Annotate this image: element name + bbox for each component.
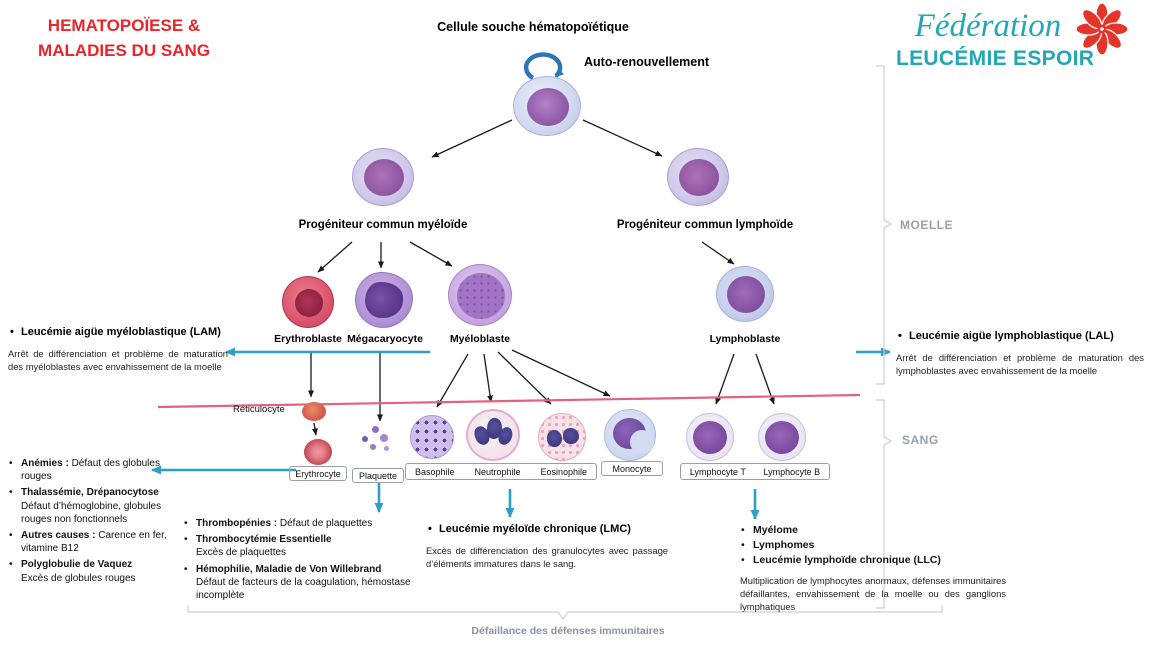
reticulocyte-cell [302,402,326,421]
disease-desc: Défaut de facteurs de la coagulation, hé… [196,576,411,601]
erythroblast-cell [282,276,334,328]
megakaryocyte-label: Mégacaryocyte [347,333,423,345]
monocyte-label: Monocyte [601,461,663,476]
logo-federation-text: Fédération [914,8,1062,44]
callout-lal: Leucémie aigüe lymphoblastique (LAL) Arr… [896,330,1144,378]
myeloid-progenitor-cell [352,148,414,206]
erythrocyte-label: Erythrocyte [289,466,347,481]
eosinophil-cell [538,413,586,461]
disease-name: Hémophilie, Maladie de Von Willebrand [196,563,382,575]
page-title-line2: MALADIES DU SANG [38,40,210,60]
disease-name: Polyglobulie de Vaquez [21,559,133,571]
lmc-body: Excès de différenciation des granulocyte… [426,545,668,570]
eosinophil-label: Eosinophile [540,466,587,477]
stem-cell-label: Cellule souche hématopoïétique [437,20,629,34]
cell-nucleus [457,273,505,319]
disease-name: Thalassémie, Drépanocytose [21,487,159,499]
list-item: Autres causes : Carence en fer, vitamine… [8,529,184,555]
lmc-title: Leucémie myéloïde chronique (LMC) [426,523,668,535]
disease-desc: Excès de plaquettes [196,547,287,559]
lymphocyte-b-label: Lymphocyte B [763,466,821,477]
cell-nucleus [693,421,727,454]
disease-name: Thrombopénies : [196,518,278,529]
cell-nucleus [679,159,719,196]
neutrophil-cell [466,409,520,461]
basophil-label: Basophile [415,466,455,477]
immune-failure-caption: Défaillance des défenses immunitaires [471,625,665,637]
logo-leucemie-espoir-text: LEUCÉMIE ESPOIR [896,47,1095,70]
myeloblast-cell [448,264,512,326]
red-cell-disease-list: Anémies : Défaut des globules rouges Tha… [8,457,184,588]
disease-name: Lymphomes [753,538,815,551]
disease-name: Autres causes : [21,529,96,541]
reticulocyte-label: Réticulocyte [233,404,285,415]
disease-name: Anémies : [21,458,69,469]
lymphoid-body: Multiplication de lymphocytes anormaux, … [740,574,1006,613]
lymphoid-disease-list: Myélome Lymphomes Leucémie lymphoïde chr… [740,524,1006,568]
cell-nucleus [727,276,765,313]
disease-name: Leucémie lymphoïde chronique (LLC) [753,553,941,566]
cell-nucleus [295,289,323,317]
self-renewal-arrow-icon [523,52,564,80]
platelet-cluster [360,424,400,456]
cell-nucleus [365,282,403,318]
lymphocyte-b-cell [758,413,806,461]
self-renewal-label: Auto-renouvellement [584,55,710,69]
disease-desc: Défaut d’hémoglobine, globules rouges no… [21,500,162,525]
lal-body: Arrêt de différenciation et problème de … [896,352,1144,377]
lymphoblast-label: Lymphoblaste [709,333,781,345]
lymphoblast-cell [716,266,774,322]
lam-title: Leucémie aigüe myéloblastique (LAM) [8,326,228,338]
lymphocyte-t-label: Lymphocyte T [689,466,746,477]
neutrophil-label: Neutrophile [474,466,521,477]
granulocyte-label-box: Basophile Neutrophile Eosinophile [405,463,597,480]
disease-name: Myélome [753,524,798,536]
lymphoid-progenitor-label: Progéniteur commun lymphoïde [616,219,794,231]
platelet-disease-list: Thrombopénies : Défaut de plaquettes Thr… [183,517,419,605]
list-item: Leucémie lymphoïde chronique (LLC) [740,554,1006,568]
disease-name: Thrombocytémie Essentielle [196,534,332,546]
list-item: Lymphomes [740,539,1006,553]
lymphoid-progenitor-cell [667,148,729,206]
cell-nucleus [364,159,404,196]
cell-nucleus [527,88,569,126]
disease-desc: Excès de globules rouges [21,572,136,584]
cell-nucleus [765,421,799,454]
marrow-bracket [876,65,893,385]
disease-desc: Carence en fer, vitamine B12 [21,529,167,555]
basophil-cell [410,415,454,459]
lal-title: Leucémie aigüe lymphoblastique (LAL) [896,330,1144,342]
myeloblast-label: Myéloblaste [449,333,511,345]
list-item: Hémophilie, Maladie de Von WillebrandDéf… [183,563,419,603]
stem-cell-graphic [513,76,581,136]
list-item: Myélome [740,524,1006,538]
callout-lmc: Leucémie myéloïde chronique (LMC) Excès … [426,523,668,571]
marrow-compartment-label: MOELLE [900,218,953,232]
page-title-line1: HEMATOPOÏESE & [47,16,201,35]
callout-lymphoid-diseases: Myélome Lymphomes Leucémie lymphoïde chr… [740,524,1006,614]
platelet-label: Plaquette [352,468,404,483]
flower-icon [1076,3,1128,55]
list-item: Thrombopénies : Défaut de plaquettes [183,517,419,530]
disease-desc: Défaut de plaquettes [277,518,373,529]
erythroblast-label: Erythroblaste [274,333,342,345]
lymphocyte-t-cell [686,413,734,461]
list-item: Anémies : Défaut des globules rouges [8,457,184,483]
callout-lam: Leucémie aigüe myéloblastique (LAM) Arrê… [8,326,228,374]
myeloid-progenitor-label: Progéniteur commun myéloïde [298,219,468,231]
erythrocyte-cell [304,439,332,465]
lymphocyte-label-box: Lymphocyte T Lymphocyte B [680,463,830,480]
blood-compartment-label: SANG [902,433,939,447]
disease-desc: Défaut des globules rouges [21,458,160,483]
monocyte-cell [604,409,656,461]
page-title: HEMATOPOÏESE & MALADIES DU SANG [18,14,230,63]
lam-body: Arrêt de différenciation et problème de … [8,348,228,373]
megakaryocyte-cell [355,272,413,328]
